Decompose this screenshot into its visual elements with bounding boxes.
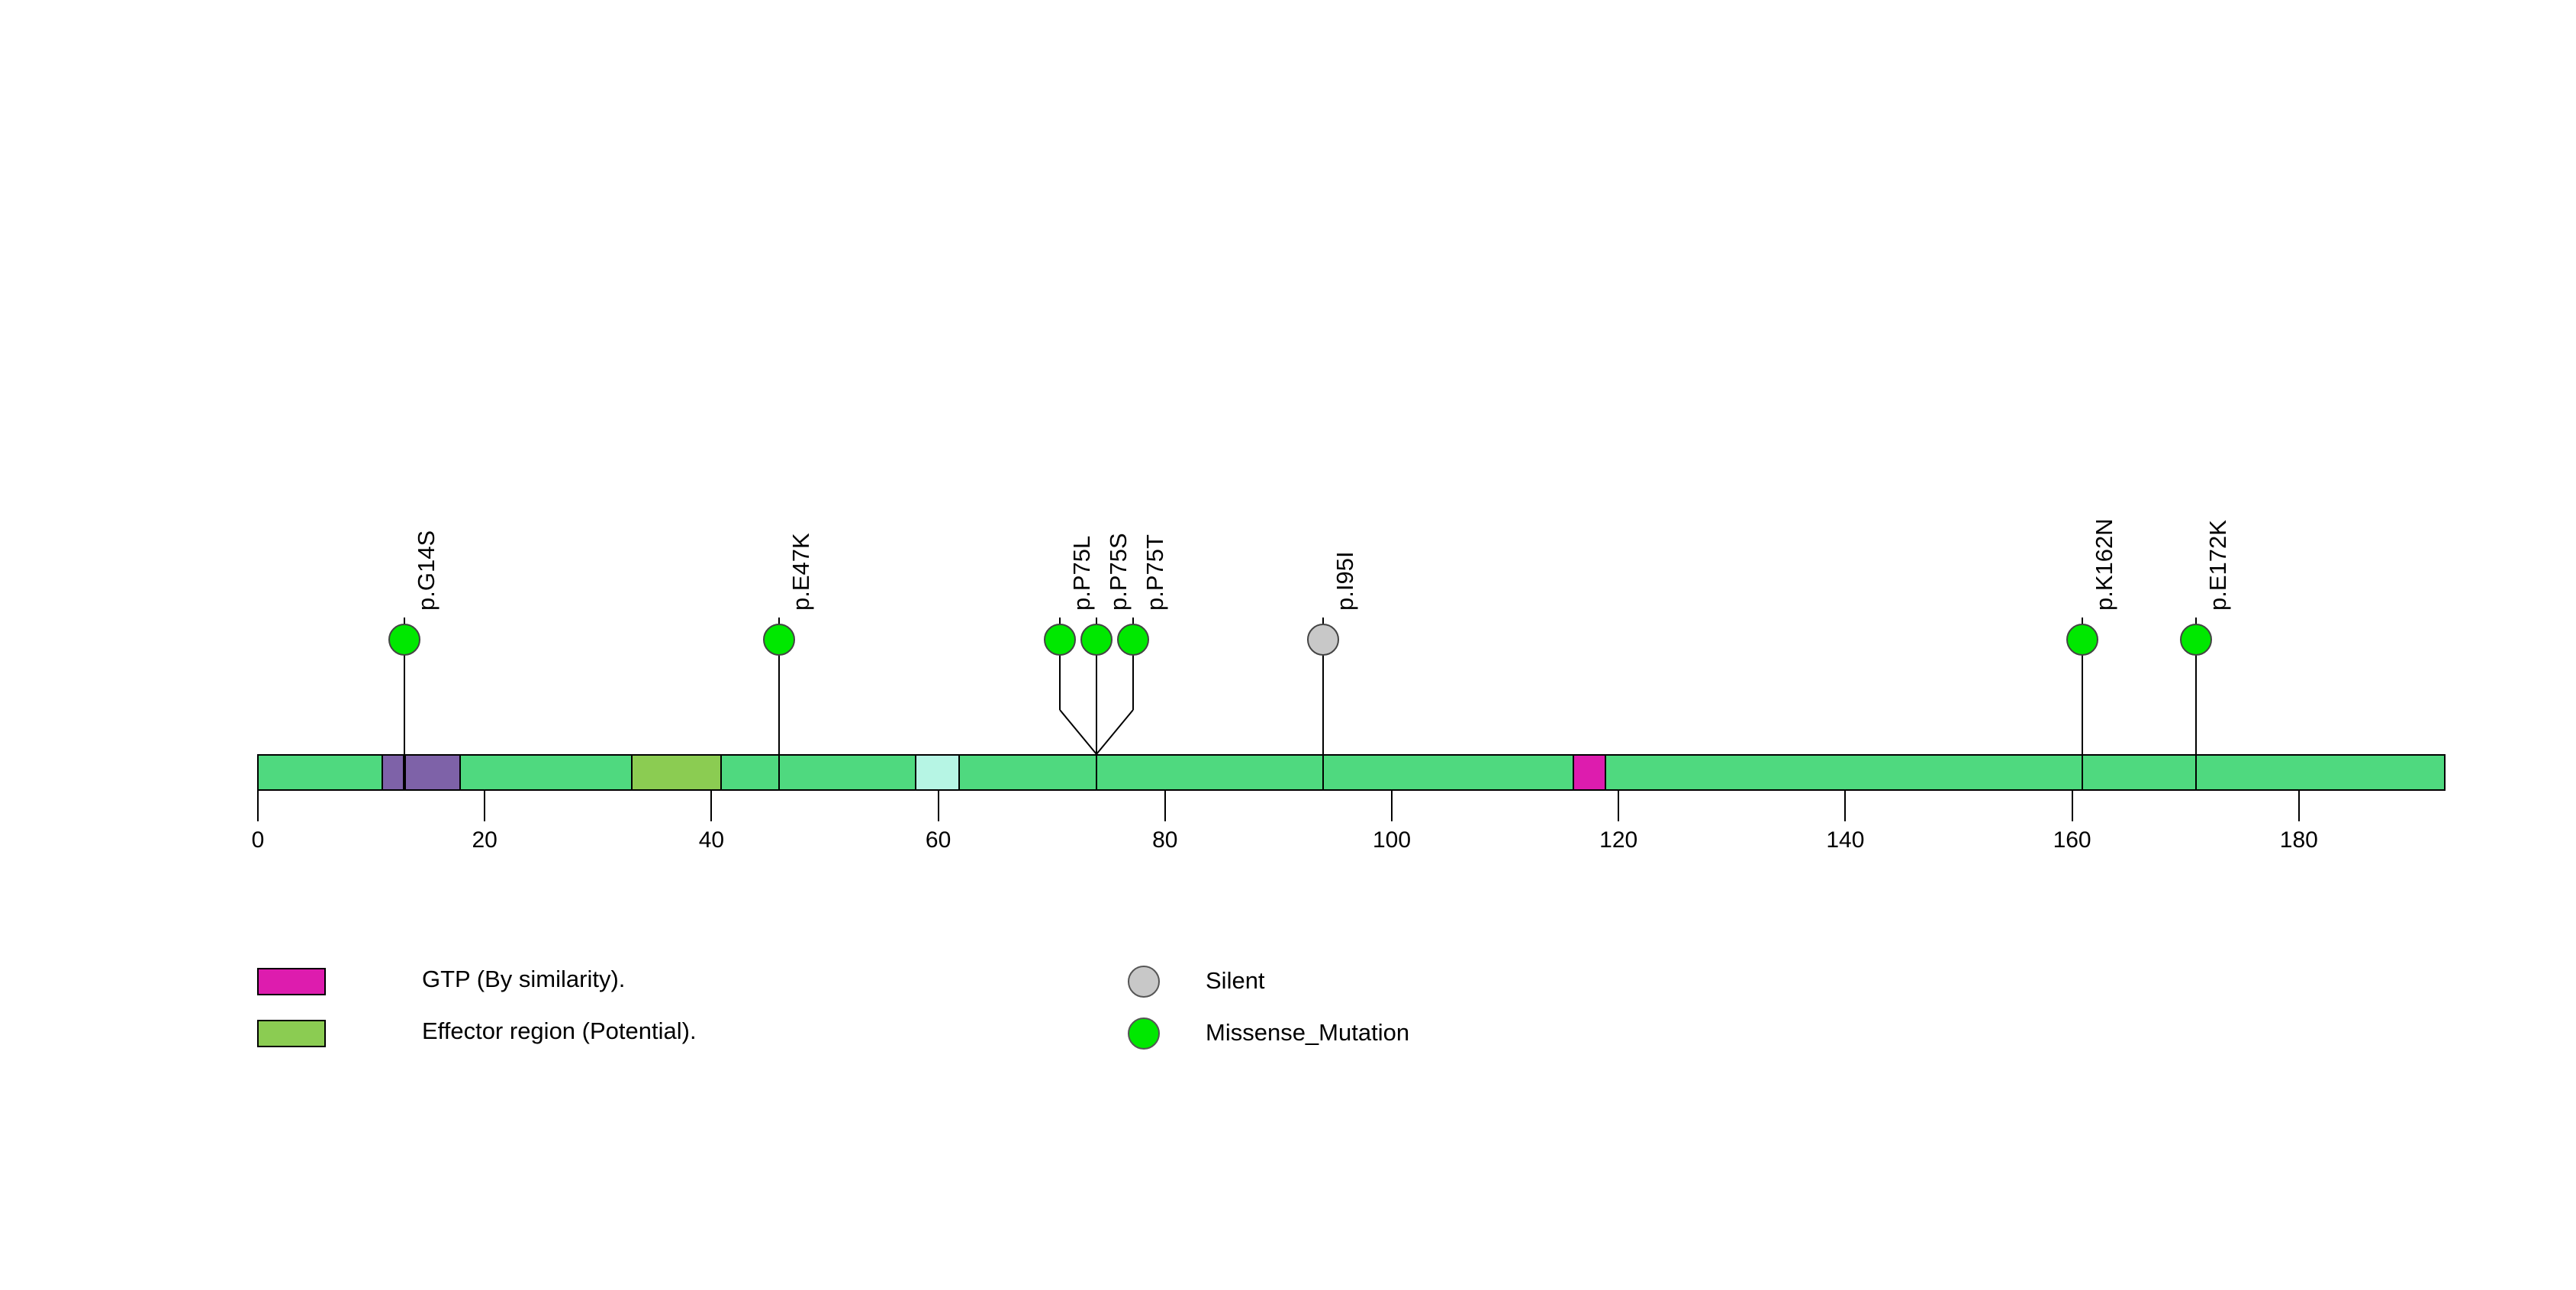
axis-tick-label: 80: [1152, 827, 1178, 853]
mutation-label: p.K162N: [2091, 518, 2118, 611]
protein-backbone: [257, 754, 2446, 791]
lollipop-stem: [2082, 654, 2084, 791]
axis-tick-label: 0: [251, 827, 265, 853]
mutation-label: p.P75S: [1104, 533, 1132, 611]
axis-tick-label: 40: [698, 827, 725, 853]
legend-mutation-dot: [1128, 966, 1160, 998]
lollipop-head[interactable]: [1306, 624, 1339, 656]
axis-tick: [257, 791, 259, 821]
legend-mutation-dot: [1128, 1017, 1160, 1050]
axis-tick: [1164, 791, 1166, 821]
axis-tick-label: 120: [1599, 827, 1638, 853]
lollipop-cap-tick: [1058, 618, 1061, 625]
lollipop-head[interactable]: [1116, 624, 1149, 656]
lollipop-stem: [778, 654, 780, 791]
legend-color-swatch: [257, 1020, 326, 1047]
legend-label: GTP (By similarity).: [422, 966, 626, 992]
lollipop-cap-tick: [2195, 618, 2198, 625]
axis-tick-label: 160: [2053, 827, 2091, 853]
lollipop-head[interactable]: [762, 624, 795, 656]
mutation-label: p.E172K: [2204, 520, 2232, 611]
axis-tick-label: 100: [1372, 827, 1412, 853]
lollipop-stem: [1322, 654, 1324, 791]
lollipop-cap-tick: [1095, 618, 1097, 625]
legend-label: Missense_Mutation: [1206, 1019, 1410, 1046]
mutation-label: p.E47K: [787, 533, 814, 611]
lollipop-head[interactable]: [388, 624, 421, 656]
protein-domain[interactable]: [404, 754, 462, 791]
lollipop-cap-tick: [2082, 618, 2084, 625]
legend-label: Silent: [1206, 967, 1265, 994]
lollipop-stem: [1058, 654, 1061, 710]
lollipop-stem: [2195, 654, 2198, 791]
lollipop-cap-tick: [404, 618, 406, 625]
legend-color-swatch: [257, 968, 326, 995]
protein-domain[interactable]: [914, 754, 961, 791]
protein-domain[interactable]: [631, 754, 723, 791]
axis-tick-label: 60: [925, 827, 952, 853]
mutation-label: p.I95I: [1331, 551, 1358, 611]
lollipop-connector: [1095, 709, 1134, 755]
axis-tick: [2071, 791, 2073, 821]
axis-tick: [2297, 791, 2300, 821]
axis-tick: [1391, 791, 1393, 821]
lollipop-connector: [1058, 709, 1097, 755]
lollipop-stem: [1095, 654, 1097, 791]
lollipop-head[interactable]: [1080, 624, 1113, 656]
legend-label: Effector region (Potential).: [422, 1017, 697, 1044]
lollipop-head[interactable]: [2066, 624, 2099, 656]
axis-tick-label: 20: [472, 827, 497, 853]
axis-tick: [1844, 791, 1847, 821]
axis-tick-label: 180: [2279, 827, 2318, 853]
protein-domain[interactable]: [382, 754, 405, 791]
lollipop-head[interactable]: [2180, 624, 2213, 656]
axis-tick-label: 140: [1826, 827, 1865, 853]
lollipop-cap-tick: [1322, 618, 1324, 625]
axis-tick: [710, 791, 713, 821]
lollipop-cap-tick: [778, 618, 780, 625]
mutation-label: p.P75T: [1141, 534, 1168, 611]
lollipop-stem: [1132, 654, 1134, 710]
axis-tick: [484, 791, 486, 821]
axis-tick: [1618, 791, 1620, 821]
lollipop-stem: [404, 654, 406, 791]
lollipop-head[interactable]: [1043, 624, 1076, 656]
protein-domain[interactable]: [1572, 754, 1607, 791]
axis-tick: [937, 791, 939, 821]
lollipop-cap-tick: [1132, 618, 1134, 625]
mutation-label: p.P75L: [1067, 535, 1095, 611]
mutation-label: p.G14S: [413, 530, 440, 611]
